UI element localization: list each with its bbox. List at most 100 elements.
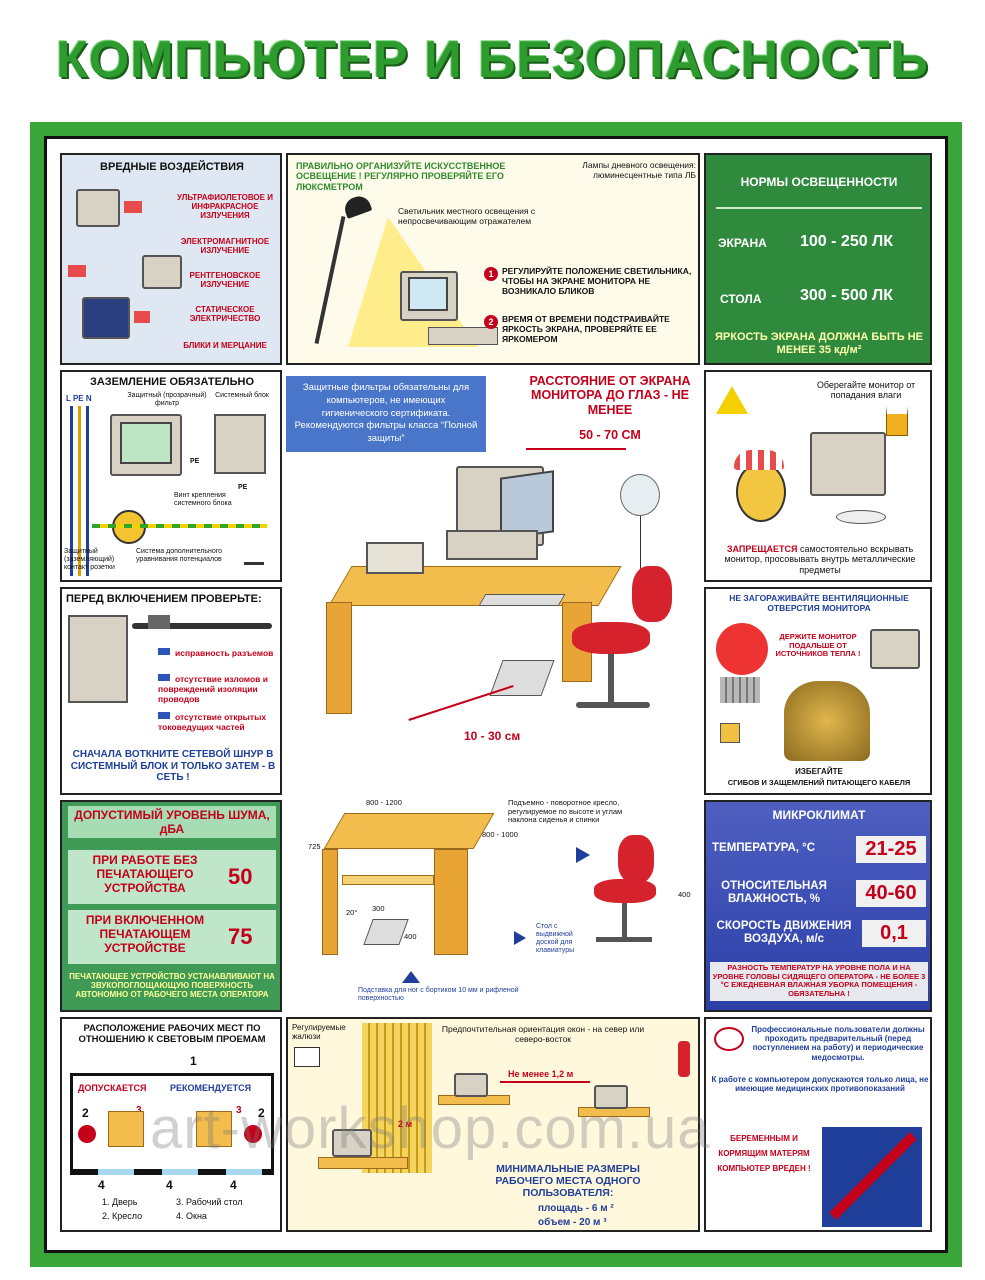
layout-chair-left	[78, 1125, 96, 1143]
room-two-m: 2 м	[398, 1119, 413, 1129]
check-item-3-text: отсутствие открытых токоведущих частей	[158, 712, 267, 732]
desk-width: 800 - 1200	[366, 798, 402, 807]
check-item-2-text: отсутствие изломов и повреждений изоляци…	[158, 674, 268, 704]
room-panel: Регулируемые жалюзи Предпочтительная ори…	[286, 1017, 700, 1232]
lighting-panel: ПРАВИЛЬНО ОРГАНИЗУЙТЕ ИСКУССТВЕННОЕ ОСВЕ…	[286, 153, 700, 365]
norms-divider	[716, 207, 922, 209]
medical-panel: Профессиональные пользователи должны про…	[704, 1017, 932, 1232]
check-arrow-1	[158, 648, 170, 655]
dims-footrest	[363, 919, 409, 945]
beer-mug-icon	[886, 406, 908, 436]
noise-row-1-value: 50	[228, 864, 253, 889]
room-min-title: МИНИМАЛЬНЫЕ РАЗМЕРЫ РАБОЧЕГО МЕСТА ОДНОГ…	[495, 1163, 641, 1200]
harm-item-5: БЛИКИ И МЕРЦАНИЕ	[183, 341, 267, 350]
check-panel: ПЕРЕД ВКЛЮЧЕНИЕМ ПРОВЕРЬТЕ: исправность …	[60, 587, 282, 795]
noise-row-1	[68, 850, 276, 904]
climate-air-label: СКОРОСТЬ ДВИЖЕНИЯ ВОЗДУХА, м/с	[716, 920, 852, 946]
room-monitor-mid	[454, 1073, 488, 1097]
chair-pointer-icon	[576, 847, 590, 863]
vent-avoid: ИЗБЕГАЙТЕ	[795, 767, 843, 776]
harm-panel: ВРЕДНЫЕ ВОЗДЕЙСТВИЯ УЛЬТРАФИОЛЕТОВОЕ И И…	[60, 153, 282, 365]
climate-title: МИКРОКЛИМАТ	[772, 808, 866, 822]
climate-air-value: 0,1	[862, 920, 926, 947]
norms-screen-label: ЭКРАНА	[718, 236, 767, 250]
ground-screen	[120, 422, 172, 464]
check-plug-icon	[148, 615, 170, 629]
noise-footer: ПЕЧАТАЮЩЕЕ УСТРОЙСТВО УСТАНАВЛИВАЮТ НА З…	[69, 972, 275, 1000]
vent-panel: НЕ ЗАГОРАЖИВАЙТЕ ВЕНТИЛЯЦИОННЫЕ ОТВЕРСТИ…	[704, 587, 932, 795]
distance-value: 50 - 70 СМ	[579, 428, 641, 442]
dims-chair-base	[596, 937, 652, 942]
noise-row-2	[68, 910, 276, 964]
check-footer: СНАЧАЛА ВОТКНИТЕ СЕТЕВОЙ ШНУР В СИСТЕМНЫ…	[70, 749, 276, 783]
check-item-1-text: исправность разъемов	[175, 648, 274, 658]
layout-four-a: 4	[98, 1178, 105, 1192]
moisture-monitor	[810, 432, 886, 496]
layout-door-num: 1	[190, 1054, 197, 1068]
lighting-lamps: Лампы дневного освещения: люминесцентные…	[582, 160, 696, 180]
climate-temp-label: ТЕМПЕРАТУРА, °С	[712, 842, 816, 854]
lighting-tip-2: ВРЕМЯ ОТ ВРЕМЕНИ ПОДСТРАИВАЙТЕ ЯРКОСТЬ Э…	[502, 314, 670, 344]
check-system-unit	[68, 615, 128, 703]
check-item-2: отсутствие изломов и повреждений изоляци…	[158, 674, 280, 704]
lighting-unit	[428, 327, 498, 345]
keyboard-pointer-icon	[514, 931, 526, 945]
layout-desk-left	[108, 1111, 144, 1147]
lighting-tip-1: РЕГУЛИРУЙТЕ ПОЛОЖЕНИЕ СВЕТИЛЬНИКА, ЧТОБЫ…	[502, 266, 692, 296]
lighting-screen	[408, 277, 448, 311]
ground-panel: ЗАЗЕМЛЕНИЕ ОБЯЗАТЕЛЬНО L PE N Защитный (…	[60, 370, 282, 582]
dims-chair-post	[622, 903, 627, 939]
ground-screw: Винт крепления системного блока	[174, 492, 232, 508]
room-monitor-left	[332, 1129, 372, 1157]
norms-screen-value: 100 - 250 ЛК	[800, 233, 894, 250]
check-item-3: отсутствие открытых токоведущих частей	[158, 712, 280, 733]
moisture-panel: Оберегайте монитор от попадания влаги ЗА…	[704, 370, 932, 582]
workspace-chair-base	[576, 702, 650, 708]
ground-unit: Системный блок	[215, 392, 269, 399]
desk-leg-left	[326, 602, 352, 714]
footrest-width: 300	[372, 904, 385, 913]
noise-row-2-value: 75	[228, 924, 253, 949]
lighting-badge-2: 2	[484, 315, 498, 329]
desk-dimensions-panel: 800 - 1200 800 - 1000 725 20° 300 400 По…	[286, 795, 700, 1012]
filters-note: Защитные фильтры обязательны для компьют…	[286, 376, 486, 453]
layout-two-right: 2	[258, 1106, 265, 1120]
layout-legend-4: 4. Окна	[176, 1211, 207, 1221]
desk-depth: 800 - 1000	[482, 830, 518, 839]
harm-title: ВРЕДНЫЕ ВОЗДЕЙСТВИЯ	[100, 161, 244, 173]
ground-socket: Защитный (заземляющий) контакт розетки	[64, 548, 115, 572]
room-orient: Предпочтительная ориентация окон - на се…	[441, 1024, 645, 1044]
radiator-icon	[720, 677, 760, 703]
room-area: площадь - 6 м ²	[538, 1203, 614, 1214]
workspace-panel: Защитные фильтры обязательны для компьют…	[286, 370, 700, 788]
dims-keyboard-tray	[342, 875, 434, 885]
footrest-angle: 20°	[346, 908, 358, 917]
harm-pc-3	[82, 297, 130, 339]
workspace-chair-back	[632, 566, 672, 622]
noise-title: ДОПУСТИМЫЙ УРОВЕНЬ ШУМА, дБА	[68, 806, 276, 838]
ground-wire-2	[78, 406, 81, 576]
harm-pc-1	[76, 189, 120, 227]
clown-figure	[736, 462, 786, 522]
check-arrow-3	[158, 712, 170, 719]
climate-temp-value: 21-25	[856, 836, 926, 863]
dims-desk-top	[323, 813, 495, 849]
harm-item-4: СТАТИЧЕСКОЕ ЭЛЕКТРИЧЕСТВО	[189, 305, 261, 324]
ground-lpen: L PE N	[66, 394, 92, 403]
medical-text-2: К работе с компьютером допускаются тольк…	[711, 1075, 929, 1094]
footrest-note: Подставка для ног с бортиком 10 мм и риф…	[358, 987, 519, 1003]
harm-arrow-3	[134, 311, 150, 323]
medical-pregnant: БЕРЕМЕННЫМ И КОРМЯЩИМ МАТЕРЯМ КОМПЬЮТЕР …	[717, 1134, 811, 1174]
ground-filter: Защитный (прозрачный) фильтр	[127, 392, 207, 408]
vent-avoid-2: СГИБОВ И ЗАЩЕМЛЕНИЙ ПИТАЮЩЕГО КАБЕЛЯ	[727, 778, 911, 787]
wall-outlet-icon	[720, 723, 740, 743]
noise-panel: ДОПУСТИМЫЙ УРОВЕНЬ ШУМА, дБА ПРИ РАБОТЕ …	[60, 800, 282, 1012]
workspace-chair-seat	[572, 622, 650, 654]
norms-table-label: СТОЛА	[720, 292, 762, 306]
first-aid-icon	[294, 1047, 320, 1067]
room-blinds-graphic	[362, 1023, 432, 1173]
check-arrow-2	[158, 674, 170, 681]
distance-arrow	[526, 448, 626, 450]
workspace-printer	[366, 542, 424, 574]
noise-row-2-label: ПРИ ВКЛЮЧЕННОМ ПЕЧАТАЮЩЕМ УСТРОЙСТВЕ	[85, 913, 205, 955]
